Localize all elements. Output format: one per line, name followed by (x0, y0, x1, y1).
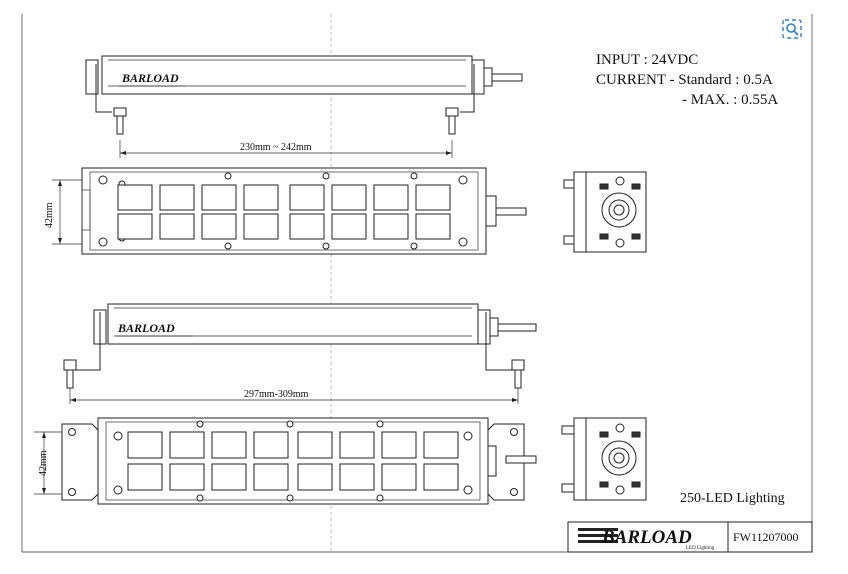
title-tagline: LED Lighting (686, 546, 715, 551)
dim-short-length: 230mm ~ 242mm (240, 142, 312, 153)
spec-input: INPUT : 24VDC (596, 52, 698, 68)
long-bar-side-view: BARLOAD (63, 303, 537, 389)
spec-current: CURRENT - Standard : 0.5A (596, 72, 773, 88)
brand-logo-side: BARLOAD (121, 71, 179, 85)
short-bar-side-view: BARLOAD (85, 55, 523, 135)
dim-short-height: 42mm (44, 202, 55, 228)
brand-logo-long-side: BARLOAD (117, 321, 175, 335)
title-block: BARLOAD LED Lighting FW11207000 (567, 521, 813, 553)
dimension-short-height: 42mm (44, 179, 82, 245)
zoom-icon[interactable] (781, 18, 803, 40)
spec-max: - MAX. : 0.55A (682, 92, 778, 108)
dimension-long-length: 297mm-309mm (69, 388, 519, 404)
short-bar-top-view (81, 167, 527, 255)
led-count-label: 250-LED Lighting (680, 491, 785, 506)
long-bar-end-view (561, 417, 647, 501)
part-number: FW11207000 (733, 530, 799, 544)
short-bar-end-view (563, 171, 647, 253)
dim-long-length: 297mm-309mm (244, 389, 309, 400)
title-brand: BARLOAD (601, 527, 692, 548)
dimension-short-length: 230mm ~ 242mm (119, 140, 453, 158)
dimension-long-height: 42mm (34, 431, 62, 495)
long-bar-top-view (61, 417, 537, 505)
dim-long-height: 42mm (38, 450, 49, 476)
